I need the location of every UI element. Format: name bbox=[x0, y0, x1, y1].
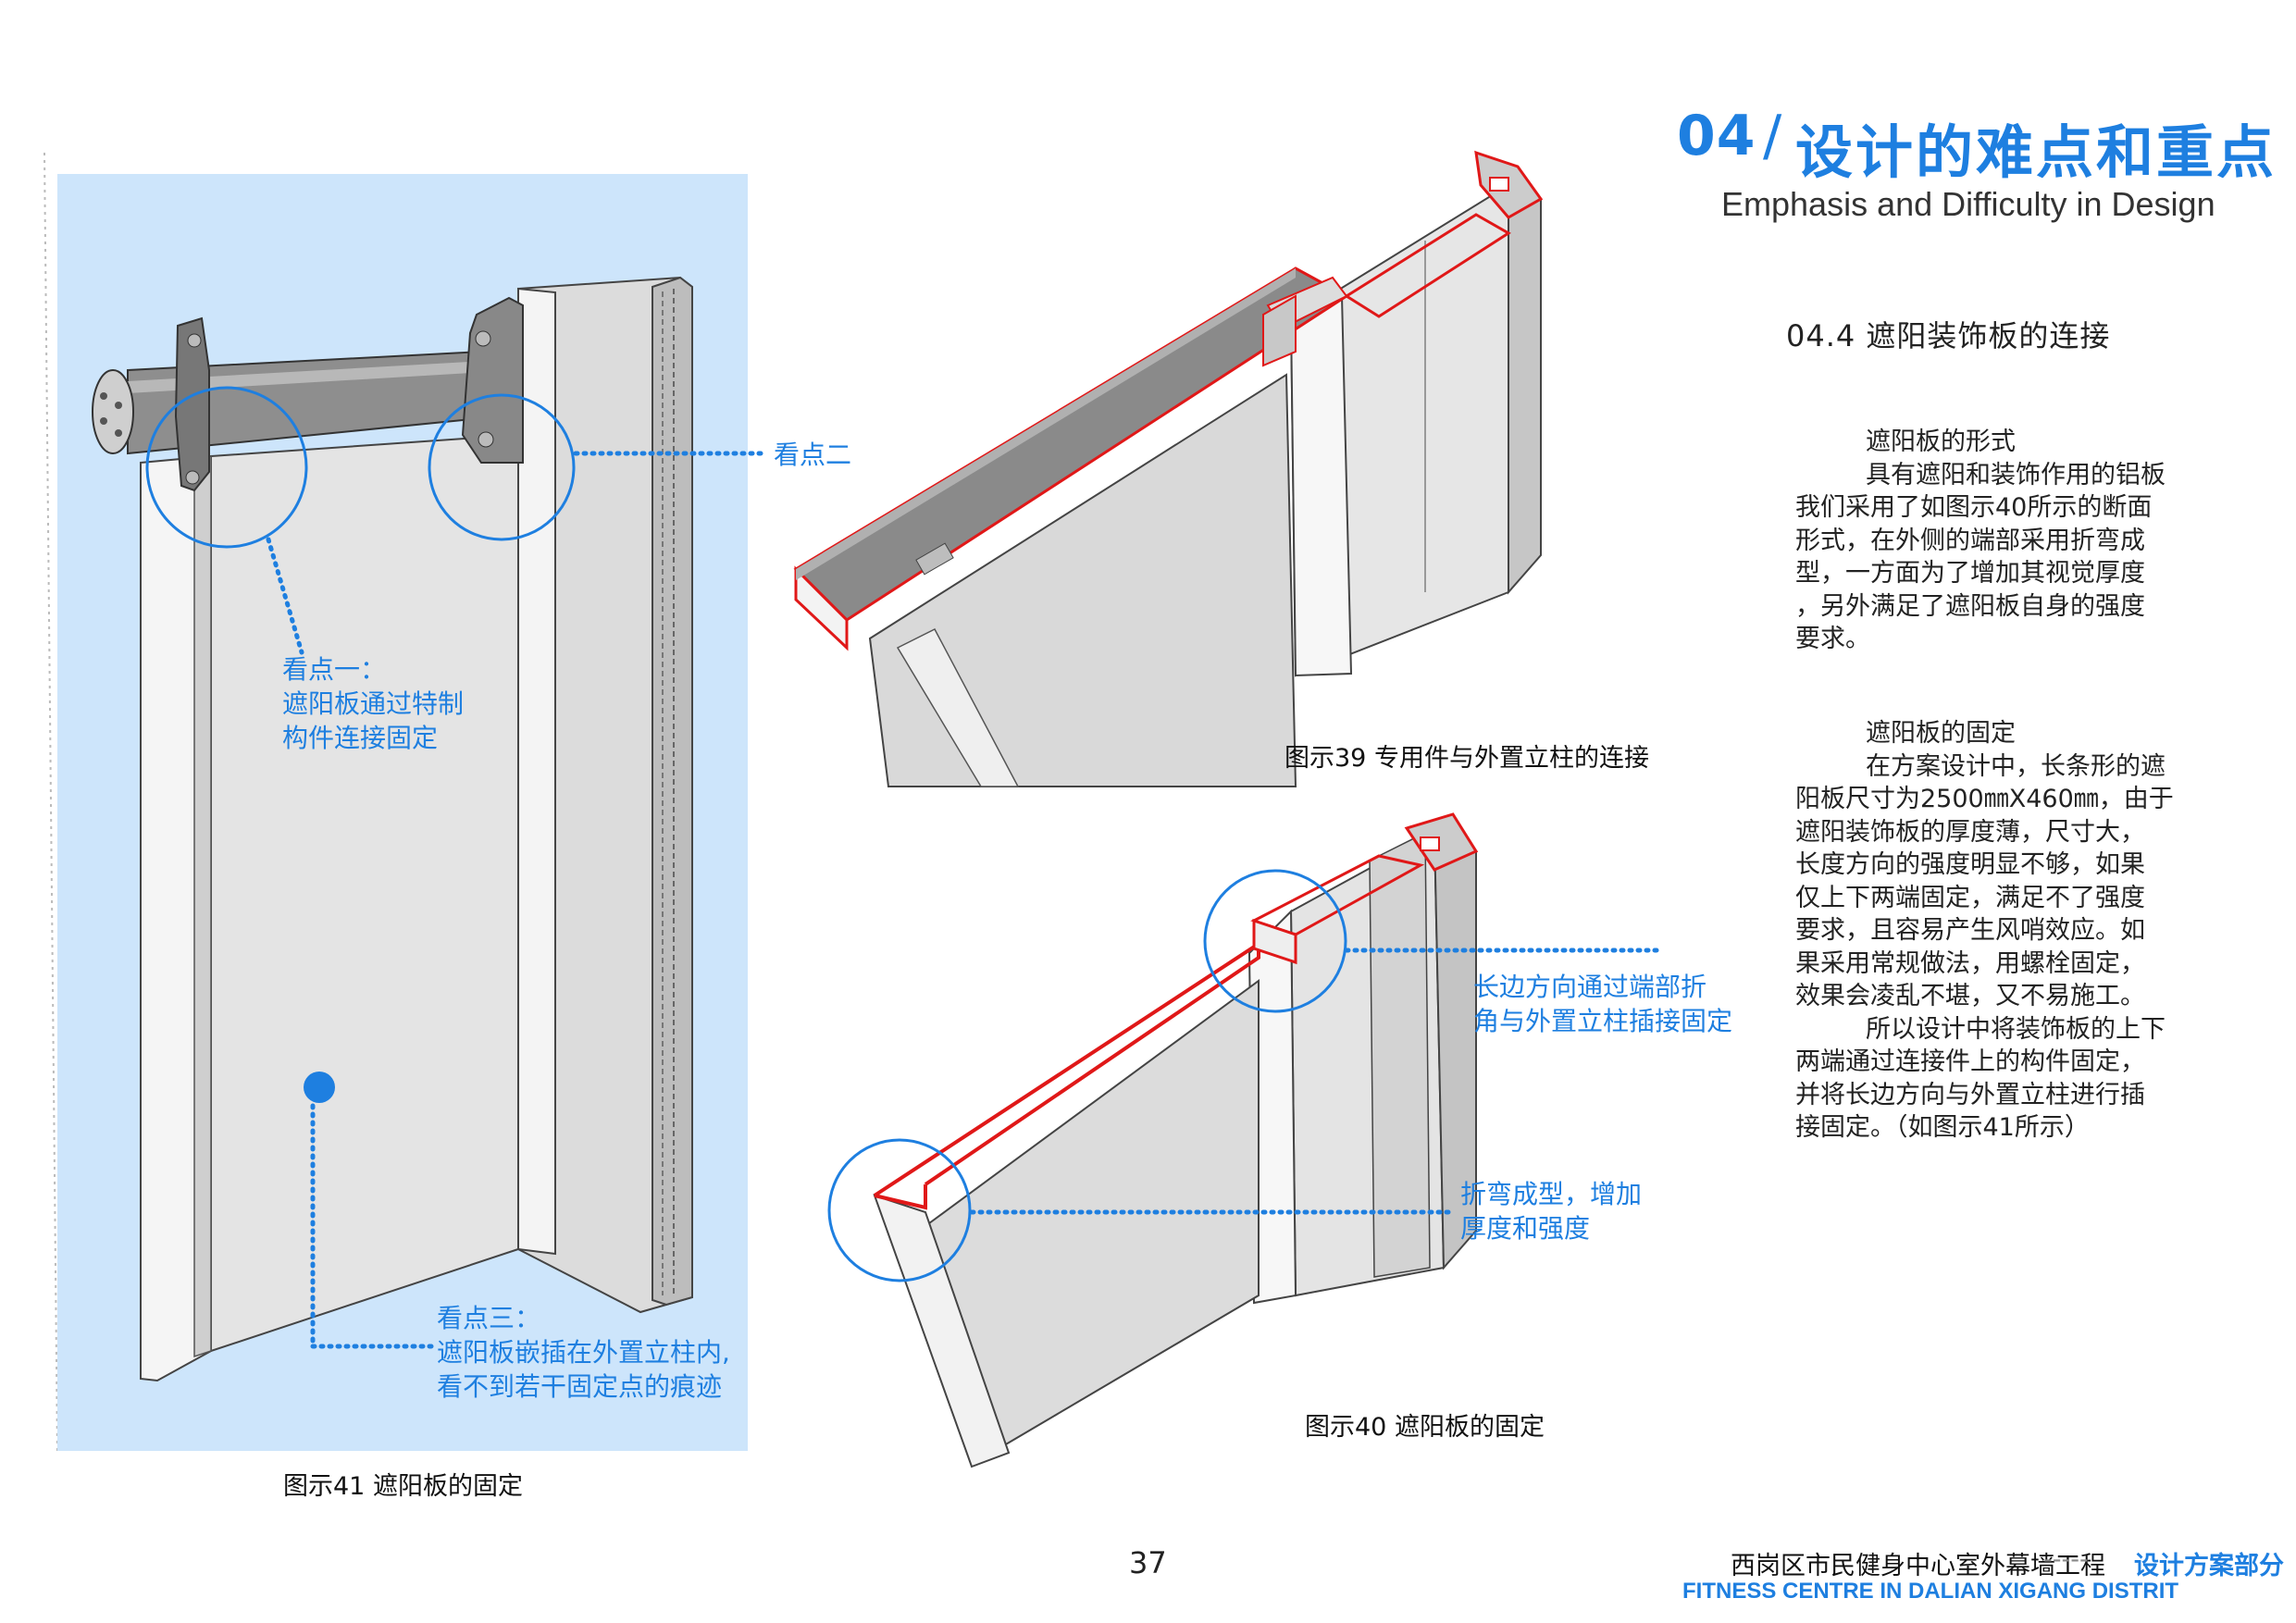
callout-circle-2 bbox=[428, 393, 576, 541]
callout-fig40-note1: 长边方向通过端部折 角与外置立柱插接固定 bbox=[1473, 970, 1732, 1038]
paragraph-line: 型，一方面为了增加其视觉厚度 bbox=[1795, 559, 2145, 588]
footer-english-name: FITNESS CENTRE IN DALIAN XIGANG DISTRIT bbox=[1682, 1579, 2179, 1604]
footer-part-name: 设计方案部分 bbox=[2134, 1552, 2284, 1580]
callout-circle-fig40-top bbox=[1203, 869, 1347, 1013]
paragraph-fixing: 遮阳板的固定 在方案设计中，长条形的遮 阳板尺寸为2500㎜X460㎜，由于 遮… bbox=[1795, 717, 2203, 1145]
footer-dash: ----- bbox=[2043, 1545, 2089, 1574]
page-number: 37 bbox=[1129, 1545, 1167, 1580]
page-subtitle: Emphasis and Difficulty in Design bbox=[1721, 185, 2215, 223]
figure-39-caption: 图示39 专用件与外置立柱的连接 bbox=[1285, 744, 1649, 773]
callout-text: 构件连接固定 bbox=[282, 723, 439, 753]
callout-circle-fig40-bottom bbox=[827, 1138, 972, 1282]
paragraph-line: 形式，在外侧的端部采用折弯成 bbox=[1795, 526, 2145, 555]
paragraph-line: ，另外满足了遮阳板自身的强度 bbox=[1795, 591, 2145, 621]
page-title: 设计的难点和重点 bbox=[1795, 118, 2277, 186]
paragraph-line: 阳板尺寸为2500㎜X460㎜，由于 bbox=[1795, 785, 2174, 813]
callout-point-1: 看点一： 遮阳板通过特制 构件连接固定 bbox=[282, 652, 464, 755]
callout-text: 遮阳板嵌插在外置立柱内, bbox=[437, 1337, 730, 1368]
paragraph-line: 仅上下两端固定，满足不了强度 bbox=[1795, 883, 2145, 912]
callout-text: 长边方向通过端部折 bbox=[1473, 972, 1707, 1002]
callout-circle-1 bbox=[145, 386, 308, 549]
paragraph-line: 接固定。（如图示41所示） bbox=[1795, 1113, 2090, 1142]
paragraph-form: 遮阳板的形式 具有遮阳和装饰作用的铝板 我们采用了如图示40所示的断面 形式，在… bbox=[1795, 426, 2203, 656]
callout-text: 角与外置立柱插接固定 bbox=[1473, 1006, 1733, 1036]
paragraph-line: 我们采用了如图示40所示的断面 bbox=[1795, 493, 2153, 522]
paragraph-form-heading: 遮阳板的形式 bbox=[1866, 427, 2016, 456]
figure-40-drawing bbox=[827, 812, 1659, 1468]
callout-text: 看点三： bbox=[437, 1303, 541, 1333]
callout-fig40-note2: 折弯成型，增加 厚度和强度 bbox=[1460, 1177, 1642, 1245]
figure-41-caption: 图示41 遮阳板的固定 bbox=[283, 1472, 523, 1501]
paragraph-fixing-heading: 遮阳板的固定 bbox=[1866, 719, 2016, 748]
section-title: 04.4 遮阳装饰板的连接 bbox=[1786, 318, 2111, 353]
paragraph-line: 在方案设计中，长条形的遮 bbox=[1866, 751, 2166, 781]
section-slash: / bbox=[1763, 104, 1782, 168]
paragraph-line: 具有遮阳和装饰作用的铝板 bbox=[1866, 460, 2166, 489]
callout-point-2: 看点二 bbox=[774, 440, 852, 470]
paragraph-line: 效果会凌乱不堪，又不易施工。 bbox=[1795, 982, 2145, 1010]
paragraph-line: 长度方向的强度明显不够，如果 bbox=[1795, 850, 2145, 879]
callout-text: 折弯成型，增加 bbox=[1460, 1179, 1643, 1209]
paragraph-line: 要求，且容易产生风哨效应。如 bbox=[1795, 916, 2145, 945]
callout-text: 遮阳板通过特制 bbox=[282, 688, 465, 719]
callout-text: 看不到若干固定点的痕迹 bbox=[437, 1371, 723, 1402]
paragraph-line: 要求。 bbox=[1795, 625, 1870, 653]
callout-dot-3 bbox=[304, 1072, 335, 1103]
paragraph-line: 果采用常规做法，用螺栓固定， bbox=[1795, 948, 2145, 978]
footer-project-name: 西岗区市民健身中心室外幕墙工程 bbox=[1731, 1552, 2105, 1580]
paragraph-line: 两端通过连接件上的构件固定， bbox=[1795, 1047, 2145, 1076]
figure-41-drawing bbox=[43, 152, 766, 1454]
callout-text: 厚度和强度 bbox=[1460, 1213, 1591, 1244]
paragraph-line: 所以设计中将装饰板的上下 bbox=[1866, 1014, 2166, 1044]
figure-39-drawing bbox=[793, 150, 1544, 787]
section-number: 04 bbox=[1677, 104, 1756, 168]
callout-point-3: 看点三： 遮阳板嵌插在外置立柱内, 看不到若干固定点的痕迹 bbox=[437, 1301, 730, 1404]
paragraph-line: 并将长边方向与外置立柱进行插 bbox=[1795, 1080, 2145, 1109]
figure-40-caption: 图示40 遮阳板的固定 bbox=[1305, 1413, 1545, 1442]
callout-text: 看点一： bbox=[282, 654, 387, 685]
paragraph-line: 遮阳装饰板的厚度薄，尺寸大， bbox=[1795, 817, 2145, 847]
